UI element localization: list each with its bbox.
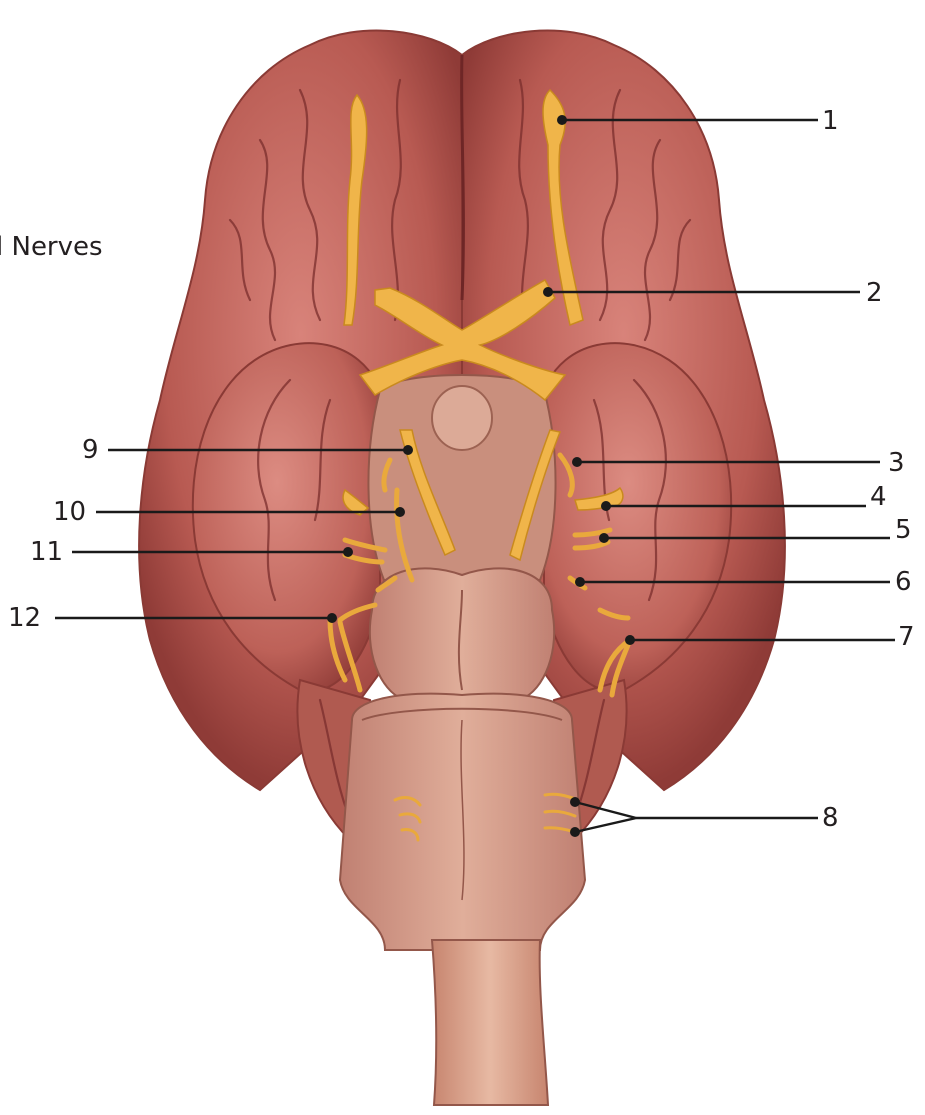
pituitary — [432, 386, 492, 450]
label-5: 5 — [895, 515, 912, 545]
label-4: 4 — [870, 482, 887, 512]
label-7: 7 — [898, 622, 915, 652]
label-11: 11 — [30, 537, 63, 567]
label-3: 3 — [888, 448, 905, 478]
label-12: 12 — [8, 603, 41, 633]
label-10: 10 — [53, 497, 86, 527]
brain-illustration — [139, 31, 785, 1105]
pons — [370, 568, 554, 700]
label-2: 2 — [866, 278, 883, 308]
label-1: 1 — [822, 106, 839, 136]
label-8: 8 — [822, 803, 839, 833]
spinal-cord — [432, 940, 548, 1105]
label-9: 9 — [82, 435, 99, 465]
diagram-title: l Nerves — [0, 232, 103, 262]
label-6: 6 — [895, 567, 912, 597]
